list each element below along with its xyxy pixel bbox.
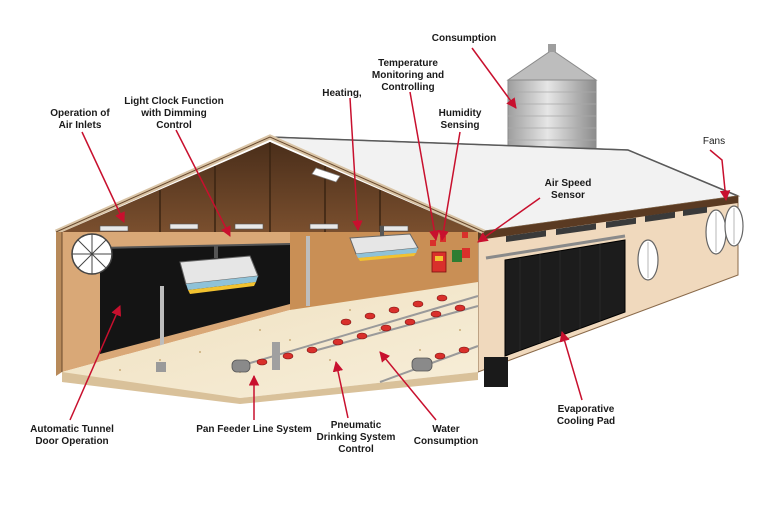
label-light-clock-line1: Light Clock Function (124, 96, 223, 107)
label-pneumatic-line3: Control (338, 444, 374, 455)
label-water-line2: Consumption (414, 436, 478, 447)
label-humidity-line1: Humidity (439, 108, 482, 119)
label-feed-consumption: Consumption (432, 33, 496, 44)
label-tunnel-door-line1: Automatic Tunnel (30, 424, 114, 435)
label-light-clock-line2: with Dimming (140, 108, 207, 119)
label-pneumatic-line1: Pneumatic (331, 420, 382, 431)
feeder-pans (256, 294, 470, 366)
label-fans: Fans (703, 136, 725, 147)
label-air-inlets-line2: Air Inlets (59, 120, 102, 131)
label-cooling-line1: Evaporative (558, 404, 615, 415)
heater (179, 246, 259, 294)
label-tunnel-door-line2: Door Operation (35, 436, 108, 447)
callout-labels: Consumption Temperature Monitoring and C… (30, 33, 725, 455)
label-temperature-line2: Monitoring and (372, 70, 444, 81)
label-air-speed-line1: Air Speed (545, 178, 592, 189)
label-cooling-line2: Cooling Pad (557, 416, 615, 427)
label-air-inlets-line1: Operation of (50, 108, 110, 119)
ceiling-air-inlets (99, 223, 409, 232)
label-water-line1: Water (432, 424, 460, 435)
label-temperature-line1: Temperature (378, 58, 438, 69)
label-humidity-line2: Sensing (441, 120, 480, 131)
water-tank (484, 357, 508, 387)
label-temperature-line3: Controlling (381, 82, 434, 93)
callout-arrows (69, 47, 731, 421)
heater (349, 226, 419, 261)
feeder-motors (231, 342, 433, 373)
label-heating: Heating, (322, 88, 362, 99)
wall-air-inlets (506, 206, 707, 242)
tunnel-fan (71, 233, 113, 275)
exhaust-fans (637, 205, 744, 281)
feed-silo (506, 44, 598, 149)
label-pneumatic-line2: Drinking System (317, 432, 396, 443)
label-pan-feeder: Pan Feeder Line System (196, 424, 312, 435)
cooling-pad-panel (504, 239, 626, 357)
label-light-clock-line3: Control (156, 120, 192, 131)
label-air-speed-line2: Sensor (551, 190, 585, 201)
